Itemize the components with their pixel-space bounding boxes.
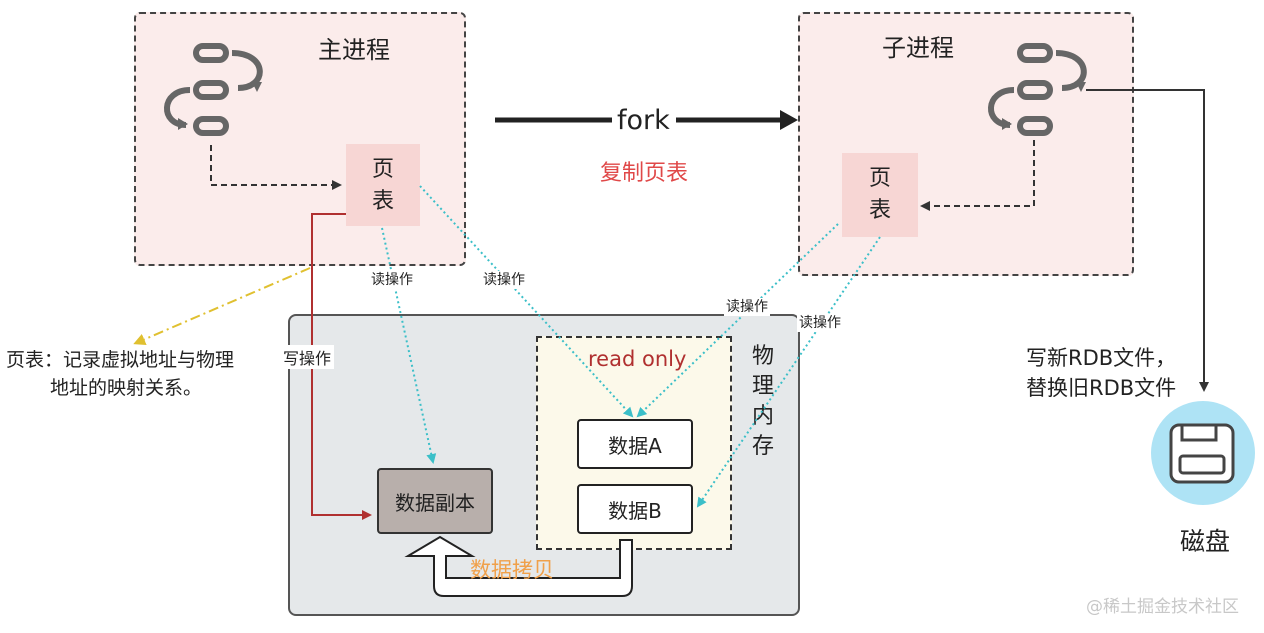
disk-icon xyxy=(1151,401,1255,505)
data-a-box: 数据A xyxy=(577,419,693,469)
read-op-label-1: 读操作 xyxy=(369,271,415,289)
watermark: @稀土掘金技术社区 xyxy=(1086,597,1239,617)
read-op-label-4: 读操作 xyxy=(797,314,843,332)
child-process-title: 子进程 xyxy=(882,34,954,62)
rdb-text-line1: 写新RDB文件， xyxy=(1026,346,1177,370)
parent-process-title: 主进程 xyxy=(318,36,390,64)
read-op-label-3: 读操作 xyxy=(724,298,770,316)
data-b-box: 数据B xyxy=(577,484,693,534)
page-table-note-line1: 页表：记录虚拟地址与物理 xyxy=(6,349,235,371)
disk-label: 磁盘 xyxy=(1180,527,1231,556)
read-op-label-2: 读操作 xyxy=(481,271,527,289)
data-copy-box: 数据副本 xyxy=(377,468,493,534)
child-page-table: 页 表 xyxy=(842,153,918,237)
rdb-text-line2: 替换旧RDB文件 xyxy=(1026,376,1177,400)
copy-page-table-label: 复制页表 xyxy=(600,161,689,186)
data-copy-label: 数据拷贝 xyxy=(470,558,554,582)
physical-memory-label: 物 理 内 存 xyxy=(752,344,775,459)
read-only-label: read only xyxy=(588,347,687,371)
child-process-icon xyxy=(988,43,1087,136)
parent-page-table: 页 表 xyxy=(346,144,420,226)
fork-label: fork xyxy=(615,105,672,136)
page-table-note-line2: 地址的映射关系。 xyxy=(50,377,203,399)
write-op-label: 写操作 xyxy=(280,345,335,369)
